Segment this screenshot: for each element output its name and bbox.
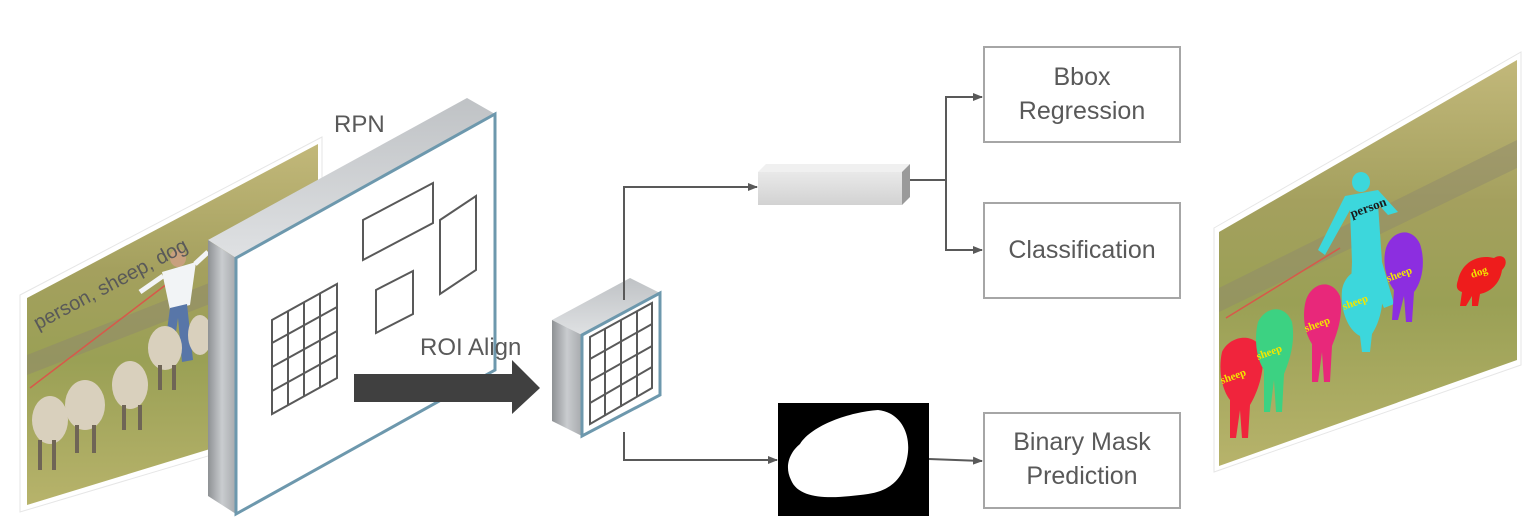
seg-dog: [1456, 256, 1506, 306]
connector-fc-to-bbox: [945, 93, 983, 180]
mask-label-line2: Prediction: [1026, 462, 1137, 490]
rpn-proposals: [362, 181, 477, 335]
roi-align-label: ROI Align: [420, 334, 521, 361]
connector-roi-to-fc: [623, 183, 758, 300]
roi-align-arrow: [354, 360, 540, 414]
classification-label: Classification: [1008, 236, 1155, 264]
seg-sheep-green: [1256, 309, 1294, 412]
sheep-flock: [32, 315, 212, 470]
fc-layer: [758, 164, 910, 205]
mask-label-line1: Binary Mask: [1013, 428, 1151, 456]
seg-sheep-red: [1220, 337, 1263, 438]
rpn-label: RPN: [334, 111, 385, 138]
seg-sheep-cyan: [1341, 269, 1383, 352]
rpn-side-face: [208, 240, 236, 514]
bbox-regression-box: Bbox Regression: [983, 46, 1181, 143]
classification-box: Classification: [983, 202, 1181, 299]
rpn-panel: [208, 98, 497, 517]
connector-fc-to-class: [945, 180, 983, 254]
bbox-label-line1: Bbox: [1054, 63, 1111, 91]
seg-sheep-purple: [1384, 232, 1423, 322]
output-image: person sheep sheep sheep sheep sheep dog: [1213, 51, 1522, 473]
rpn-feature-grid: [271, 282, 338, 416]
rpn-top-face: [208, 98, 495, 258]
rpn-front-face: [234, 111, 497, 517]
binary-mask-image: [778, 403, 929, 516]
connector-mask-to-box: [928, 456, 983, 465]
seg-sheep-magenta: [1304, 284, 1342, 382]
connector-roi-to-mask: [623, 432, 778, 464]
bbox-label-line2: Regression: [1019, 97, 1145, 125]
roi-grid: [589, 301, 653, 426]
binary-mask-box: Binary Mask Prediction: [983, 412, 1181, 509]
seg-dog-tag: dog: [1469, 264, 1489, 281]
roi-feature-block: [552, 278, 662, 439]
